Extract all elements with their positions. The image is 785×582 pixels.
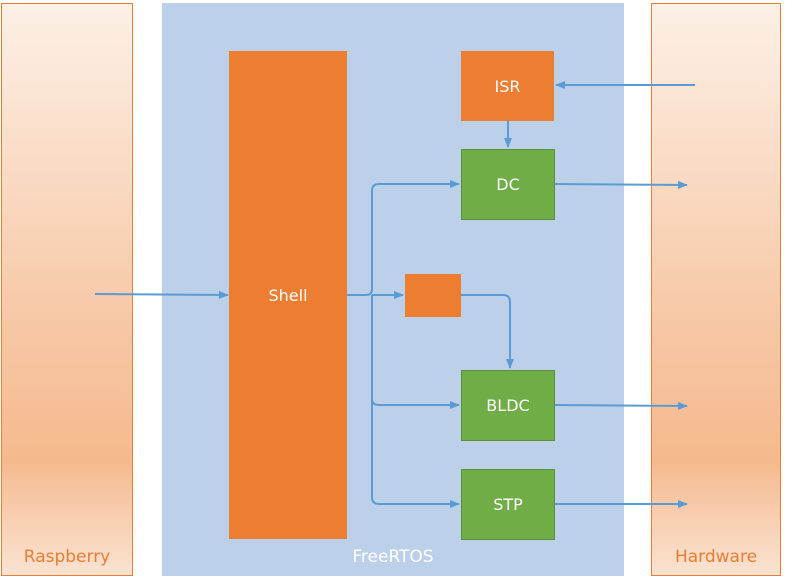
raspberry-panel: Raspberry [1,3,133,576]
dc-block: DC [461,149,555,220]
raspberry-label: Raspberry [23,547,111,567]
dc-label: DC [496,175,520,194]
bldc-label: BLDC [486,396,530,415]
shell-block: Shell [229,51,347,539]
stp-label: STP [493,495,523,514]
stp-block: STP [461,469,555,540]
isr-label: ISR [494,76,521,96]
bldc-block: BLDC [461,370,555,441]
hardware-label: Hardware [674,547,758,567]
isr-block: ISR [461,51,554,121]
shell-label: Shell [268,285,308,305]
unlabeled-block [405,274,461,317]
hardware-panel: Hardware [651,3,781,576]
freertos-label: FreeRTOS [352,547,434,567]
